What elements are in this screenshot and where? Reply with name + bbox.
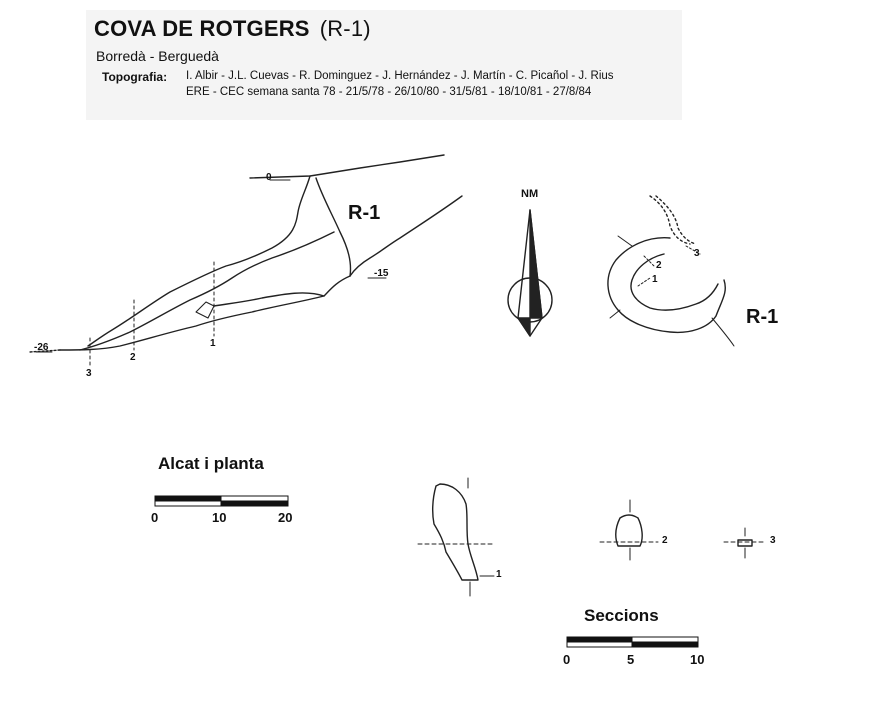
section-mark-1: 1 [496,569,502,580]
cave-title: COVA DE ROTGERS (R-1) [94,16,371,42]
section-mark-3: 3 [770,535,776,546]
section-1 [417,477,495,597]
sections-scale-tick-5: 5 [627,652,635,667]
profile-section-mark-2: 2 [130,352,136,363]
elevation-scale-tick-0: 0 [151,510,159,525]
dates-text: ERE - CEC semana santa 78 - 21/5/78 - 26… [186,86,592,98]
authors-text: I. Albir - J.L. Cuevas - R. Dominguez - … [186,70,614,82]
section-mark-2: 2 [662,535,668,546]
plan-section-mark-2: 2 [656,260,662,271]
depth-label-26: -26 [34,342,49,353]
sections-scale-title: Seccions [584,606,659,625]
depth-label-15: -15 [374,268,389,279]
plan-view [607,195,735,347]
sections-scale-tick-10: 10 [690,652,705,667]
cave-name: COVA DE ROTGERS [94,16,310,41]
north-arrow [507,209,553,337]
profile-section-mark-1: 1 [210,338,216,349]
plan-section-mark-3: 3 [694,248,700,259]
topography-label: Topografia: [102,70,168,84]
depth-label-0: 0 [266,172,272,183]
scale-bar-sections [566,636,699,648]
plan-cave-label: R-1 [746,306,779,328]
cave-code: (R-1) [319,16,371,41]
header-band [86,10,682,120]
profile-view [29,154,463,369]
north-arrow-label: NM [521,188,539,200]
sections-scale-tick-0: 0 [563,652,571,667]
elevation-scale-tick-10: 10 [212,510,227,525]
elevation-scale-tick-20: 20 [278,510,293,525]
section-3 [723,527,767,559]
profile-section-mark-3: 3 [86,368,92,379]
scale-bar-elevation [154,495,289,507]
plan-section-mark-1: 1 [652,274,658,285]
location-text: Borredà - Berguedà [96,48,219,64]
elevation-plan-scale-title: Alcat i planta [158,454,264,473]
section-2 [599,499,659,561]
profile-cave-label: R-1 [348,202,381,224]
